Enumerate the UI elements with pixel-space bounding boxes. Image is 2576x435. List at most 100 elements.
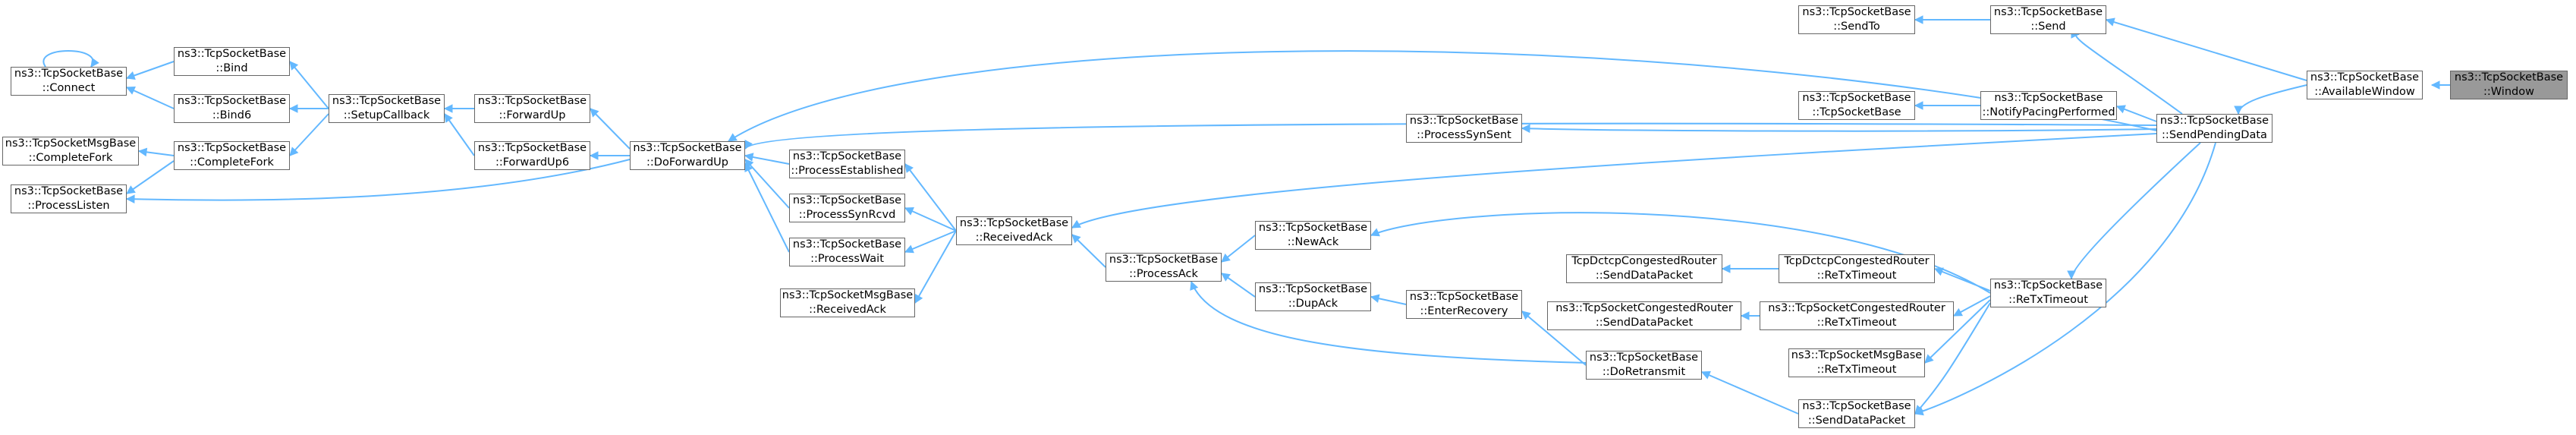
node-send-pending-data[interactable]: ns3::TcpSocketBase ::SendPendingData [2156,114,2272,143]
node-congested-send-data-packet[interactable]: ns3::TcpSocketCongestedRouter ::SendData… [1547,301,1741,330]
edge-arrowhead [1700,370,1711,380]
node-process-listen-method: ::ProcessListen [27,200,110,212]
edge-arrowhead [444,113,453,123]
edge-arrowhead [1914,101,1923,110]
node-complete-fork[interactable]: ns3::TcpSocketBase ::CompleteFork [174,141,290,170]
node-do-retransmit-method: ::DoRetransmit [1602,366,1686,378]
node-process-syn-sent-class: ns3::TcpSocketBase [1409,115,1519,127]
edge-arrowhead [1221,253,1231,263]
edge-arrowhead [1924,354,1934,364]
edge-arrowhead [1521,124,1530,134]
node-process-syn-sent[interactable]: ns3::TcpSocketBase ::ProcessSynSent [1406,114,1522,143]
call-edge [1190,281,1587,364]
node-process-listen[interactable]: ns3::TcpSocketBase ::ProcessListen [11,184,127,213]
node-window: ns3::TcpSocketBase ::Window [2450,71,2568,99]
edge-arrowhead [1933,267,1944,276]
node-retx-timeout[interactable]: ns3::TcpSocketBase ::ReTxTimeout [1990,279,2106,307]
call-edge [2238,84,2307,115]
call-edge [42,50,94,68]
node-dctcp-send-data-packet[interactable]: TcpDctcpCongestedRouter ::SendDataPacket [1566,254,1722,283]
edge-arrowhead [2430,80,2440,90]
node-tcp-socket-base-ctor-method: ::TcpSocketBase [1812,106,1901,118]
edge-arrowhead [289,61,299,71]
node-process-listen-class: ns3::TcpSocketBase [14,185,124,197]
node-send-data-packet-method: ::SendDataPacket [1807,415,1906,427]
node-congested-retx-timeout-method: ::ReTxTimeout [1816,317,1897,329]
call-edge [2106,19,2307,81]
node-bind6[interactable]: ns3::TcpSocketBase ::Bind6 [174,94,290,123]
edge-arrowhead [904,206,914,216]
node-dup-ack[interactable]: ns3::TcpSocketBase ::DupAck [1255,282,1371,311]
edge-arrowhead [728,133,738,142]
node-connect[interactable]: ns3::TcpSocketBase ::Connect [11,67,127,96]
edge-arrowhead [744,140,753,150]
edge-arrowhead [443,104,453,113]
node-do-retransmit[interactable]: ns3::TcpSocketBase ::DoRetransmit [1586,351,1702,380]
node-msg-retx-timeout-class: ns3::TcpSocketMsgBase [1791,349,1923,361]
edge-arrowhead [744,153,754,162]
node-process-established-class: ns3::TcpSocketBase [792,150,902,162]
edge-arrowhead [904,244,914,254]
call-edge [904,207,957,232]
node-congested-retx-timeout[interactable]: ns3::TcpSocketCongestedRouter ::ReTxTime… [1760,301,1954,330]
node-bind[interactable]: ns3::TcpSocketBase ::Bind [174,47,290,76]
node-process-ack[interactable]: ns3::TcpSocketBase ::ProcessAck [1106,253,1222,282]
edge-arrowhead [125,194,135,204]
node-msg-complete-fork-method: ::CompleteFork [28,152,113,164]
edge-arrowhead [289,147,299,156]
call-edge [2071,142,2201,279]
call-edge [126,61,175,79]
node-send-to[interactable]: ns3::TcpSocketBase ::SendTo [1798,5,1915,34]
node-tcp-socket-base-ctor-class: ns3::TcpSocketBase [1802,92,1911,104]
node-msg-received-ack[interactable]: ns3::TcpSocketMsgBase ::ReceivedAck [780,288,915,317]
call-edge [1934,268,1991,292]
node-new-ack[interactable]: ns3::TcpSocketBase ::NewAck [1255,221,1371,250]
node-send-pending-data-class: ns3::TcpSocketBase [2159,115,2269,127]
node-process-established[interactable]: ns3::TcpSocketBase ::ProcessEstablished [789,150,905,178]
node-notify-pacing-performed-class: ns3::TcpSocketBase [1994,92,2103,104]
node-do-forward-up[interactable]: ns3::TcpSocketBase ::DoForwardUp [630,141,745,170]
node-retx-timeout-method: ::ReTxTimeout [2008,294,2088,306]
node-connect-class: ns3::TcpSocketBase [14,68,124,80]
node-setup-callback[interactable]: ns3::TcpSocketBase ::SetupCallback [329,94,445,123]
node-forward-up6[interactable]: ns3::TcpSocketBase ::ForwardUp6 [474,141,590,170]
node-notify-pacing-performed[interactable]: ns3::TcpSocketBase ::NotifyPacingPerform… [1980,91,2117,120]
edge-arrowhead [1914,405,1924,415]
node-process-syn-rcvd[interactable]: ns3::TcpSocketBase ::ProcessSynRcvd [789,194,905,222]
node-do-forward-up-class: ns3::TcpSocketBase [633,142,742,154]
node-tcp-socket-base-ctor[interactable]: ns3::TcpSocketBase ::TcpSocketBase [1798,91,1915,120]
node-available-window[interactable]: ns3::TcpSocketBase ::AvailableWindow [2307,71,2423,99]
call-edge [1701,371,1799,415]
node-complete-fork-class: ns3::TcpSocketBase [177,142,287,154]
node-process-wait-method: ::ProcessWait [810,253,884,265]
node-send-data-packet-class: ns3::TcpSocketBase [1802,400,1911,412]
node-available-window-method: ::AvailableWindow [2314,86,2415,98]
node-msg-retx-timeout[interactable]: ns3::TcpSocketMsgBase ::ReTxTimeout [1788,348,1925,377]
node-congested-retx-timeout-class: ns3::TcpSocketCongestedRouter [1768,302,1945,314]
node-setup-callback-method: ::SetupCallback [343,109,430,121]
node-process-wait[interactable]: ns3::TcpSocketBase ::ProcessWait [789,238,905,266]
node-congested-send-data-packet-method: ::SendDataPacket [1595,317,1694,329]
edge-arrowhead [2234,106,2243,115]
node-bind-method: ::Bind [215,62,248,74]
node-dctcp-retx-timeout[interactable]: TcpDctcpCongestedRouter ::ReTxTimeout [1779,254,1935,283]
node-msg-complete-fork[interactable]: ns3::TcpSocketMsgBase ::CompleteFork [2,137,139,165]
edge-arrowhead [1370,228,1380,237]
node-received-ack[interactable]: ns3::TcpSocketBase ::ReceivedAck [956,216,1072,245]
node-bind6-method: ::Bind6 [212,109,252,121]
node-send-data-packet[interactable]: ns3::TcpSocketBase ::SendDataPacket [1798,399,1915,428]
node-enter-recovery[interactable]: ns3::TcpSocketBase ::EnterRecovery [1406,290,1522,319]
node-forward-up6-method: ::ForwardUp6 [495,156,570,169]
node-notify-pacing-performed-method: ::NotifyPacingPerformed [1982,106,2115,118]
call-edge [1924,299,1991,364]
call-edge [126,87,175,109]
edge-arrowhead [90,58,99,68]
call-edge [1914,142,2216,415]
edge-arrowhead [1071,219,1081,229]
node-process-ack-class: ns3::TcpSocketBase [1109,254,1219,266]
node-forward-up[interactable]: ns3::TcpSocketBase ::ForwardUp [474,94,590,123]
node-dctcp-send-data-packet-class: TcpDctcpCongestedRouter [1571,255,1717,267]
node-send[interactable]: ns3::TcpSocketBase ::Send [1990,5,2106,34]
node-connect-method: ::Connect [42,82,96,94]
edge-arrowhead [589,151,599,160]
